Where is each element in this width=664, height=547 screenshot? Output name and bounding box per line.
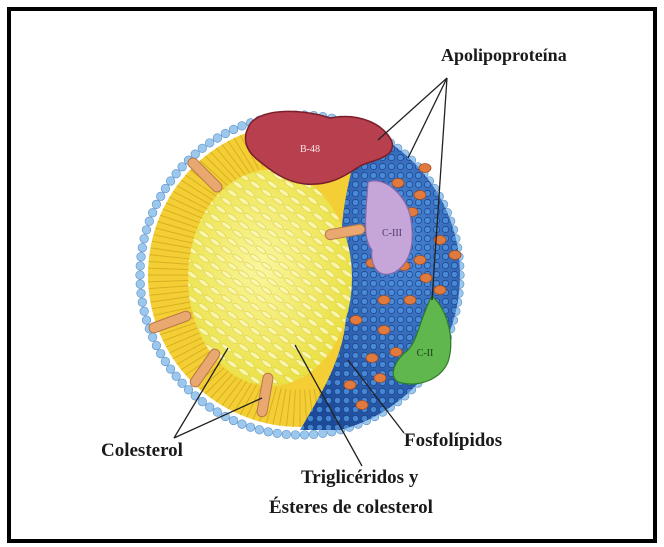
rim-phospholipid-head — [156, 349, 165, 358]
rim-phospholipid-head — [246, 423, 255, 432]
rim-phospholipid-head — [229, 416, 238, 425]
rim-phospholipid-head — [166, 177, 175, 186]
surface-particle — [350, 316, 362, 325]
rim-phospholipid-head — [152, 341, 161, 350]
apo-b48-label: B-48 — [300, 144, 320, 155]
rim-phospholipid-head — [137, 252, 146, 261]
rim-phospholipid-head — [161, 357, 170, 366]
rim-phospholipid-head — [140, 307, 149, 316]
surface-particle — [404, 296, 416, 305]
rim-phospholipid-head — [318, 429, 327, 438]
surface-particle — [414, 256, 426, 265]
rim-phospholipid-head — [198, 144, 207, 153]
label-fosfolipidos: Fosfolípidos — [404, 430, 502, 452]
label-colesterol: Colesterol — [101, 440, 183, 462]
rim-phospholipid-head — [178, 163, 187, 172]
rim-phospholipid-head — [142, 226, 151, 235]
surface-particle — [344, 381, 356, 390]
surface-particle — [366, 354, 378, 363]
rim-phospholipid-head — [309, 430, 318, 439]
rim-phospholipid-head — [238, 122, 247, 131]
surface-particle — [390, 348, 402, 357]
apo-c3-label: C-III — [382, 228, 402, 239]
rim-phospholipid-head — [205, 139, 214, 148]
surface-particle — [414, 191, 426, 200]
rim-phospholipid-head — [145, 217, 154, 226]
surface-particle — [378, 296, 390, 305]
rim-phospholipid-head — [238, 420, 247, 429]
rim-phospholipid-head — [191, 392, 200, 401]
rim-phospholipid-head — [229, 125, 238, 134]
surface-particle — [419, 164, 431, 173]
rim-phospholipid-head — [291, 431, 300, 440]
rim-phospholipid-head — [205, 403, 214, 412]
rim-phospholipid-head — [282, 430, 291, 439]
rim-phospholipid-head — [136, 271, 145, 280]
rim-phospholipid-head — [213, 408, 222, 417]
rim-phospholipid-head — [172, 169, 181, 178]
rim-phospholipid-head — [136, 280, 145, 289]
rim-phospholipid-head — [137, 289, 146, 298]
rim-phospholipid-head — [166, 365, 175, 374]
rim-phospholipid-head — [172, 372, 181, 381]
rim-phospholipid-head — [140, 234, 149, 243]
rim-phospholipid-head — [221, 129, 230, 138]
rim-phospholipid-head — [161, 184, 170, 193]
rim-phospholipid-head — [213, 134, 222, 143]
rim-phospholipid-head — [148, 333, 157, 342]
leader-apo-c3 — [408, 78, 447, 158]
surface-particle — [378, 326, 390, 335]
rim-phospholipid-head — [264, 428, 273, 437]
rim-phospholipid-head — [198, 397, 207, 406]
label-trigliceridos-line2: Ésteres de colesterol — [269, 497, 433, 519]
rim-phospholipid-head — [138, 243, 147, 252]
rim-phospholipid-head — [136, 262, 145, 271]
rim-phospholipid-head — [178, 379, 187, 388]
leader-apo-b48 — [378, 78, 447, 140]
surface-particle — [392, 179, 404, 188]
surface-particle — [434, 286, 446, 295]
rim-phospholipid-head — [300, 431, 309, 440]
surface-particle — [449, 251, 461, 260]
label-apolipoproteina: Apolipoproteína — [441, 45, 567, 66]
rim-phospholipid-head — [255, 425, 264, 434]
surface-particle — [374, 374, 386, 383]
apo-c2-label: C-II — [417, 348, 434, 359]
rim-phospholipid-head — [138, 298, 147, 307]
rim-phospholipid-head — [142, 316, 151, 325]
rim-phospholipid-head — [191, 150, 200, 159]
label-trigliceridos-line1: Triglicéridos y — [301, 467, 418, 489]
rim-phospholipid-head — [184, 385, 193, 394]
rim-phospholipid-head — [273, 429, 282, 438]
rim-phospholipid-head — [156, 192, 165, 201]
surface-particle — [420, 274, 432, 283]
surface-particle — [356, 401, 368, 410]
rim-phospholipid-head — [152, 200, 161, 209]
rim-phospholipid-head — [148, 208, 157, 217]
